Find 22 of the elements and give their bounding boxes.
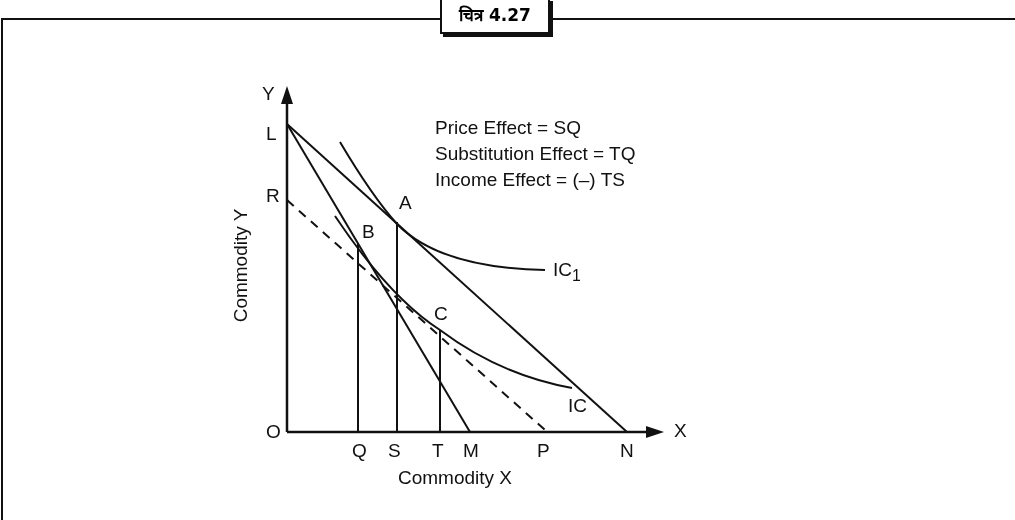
point-label: L — [266, 124, 277, 143]
curve-label: IC — [568, 396, 587, 415]
point-label: R — [266, 186, 280, 205]
point-label: C — [434, 304, 448, 323]
axis-title: Commodity Y — [231, 208, 251, 323]
point-label: M — [463, 441, 479, 460]
curve-label: IC$_{1}$ — [553, 260, 581, 284]
point-label: S — [388, 441, 401, 460]
axis-label: Y — [262, 84, 275, 103]
effect-note: Income Effect = (–) TS — [435, 170, 625, 189]
axis-label: X — [674, 421, 687, 440]
point-label: P — [537, 441, 550, 460]
axis-title: Commodity X — [398, 468, 513, 487]
effect-note: Price Effect = SQ — [435, 118, 581, 137]
point-label: O — [266, 422, 281, 441]
point-label: A — [399, 193, 412, 212]
point-label: Q — [352, 441, 367, 460]
point-label: T — [432, 441, 444, 460]
point-label: N — [620, 441, 634, 460]
effect-note: Substitution Effect = TQ — [435, 144, 636, 163]
point-label: B — [362, 222, 375, 241]
figure-title: चित्र 4.27 — [440, 0, 550, 34]
